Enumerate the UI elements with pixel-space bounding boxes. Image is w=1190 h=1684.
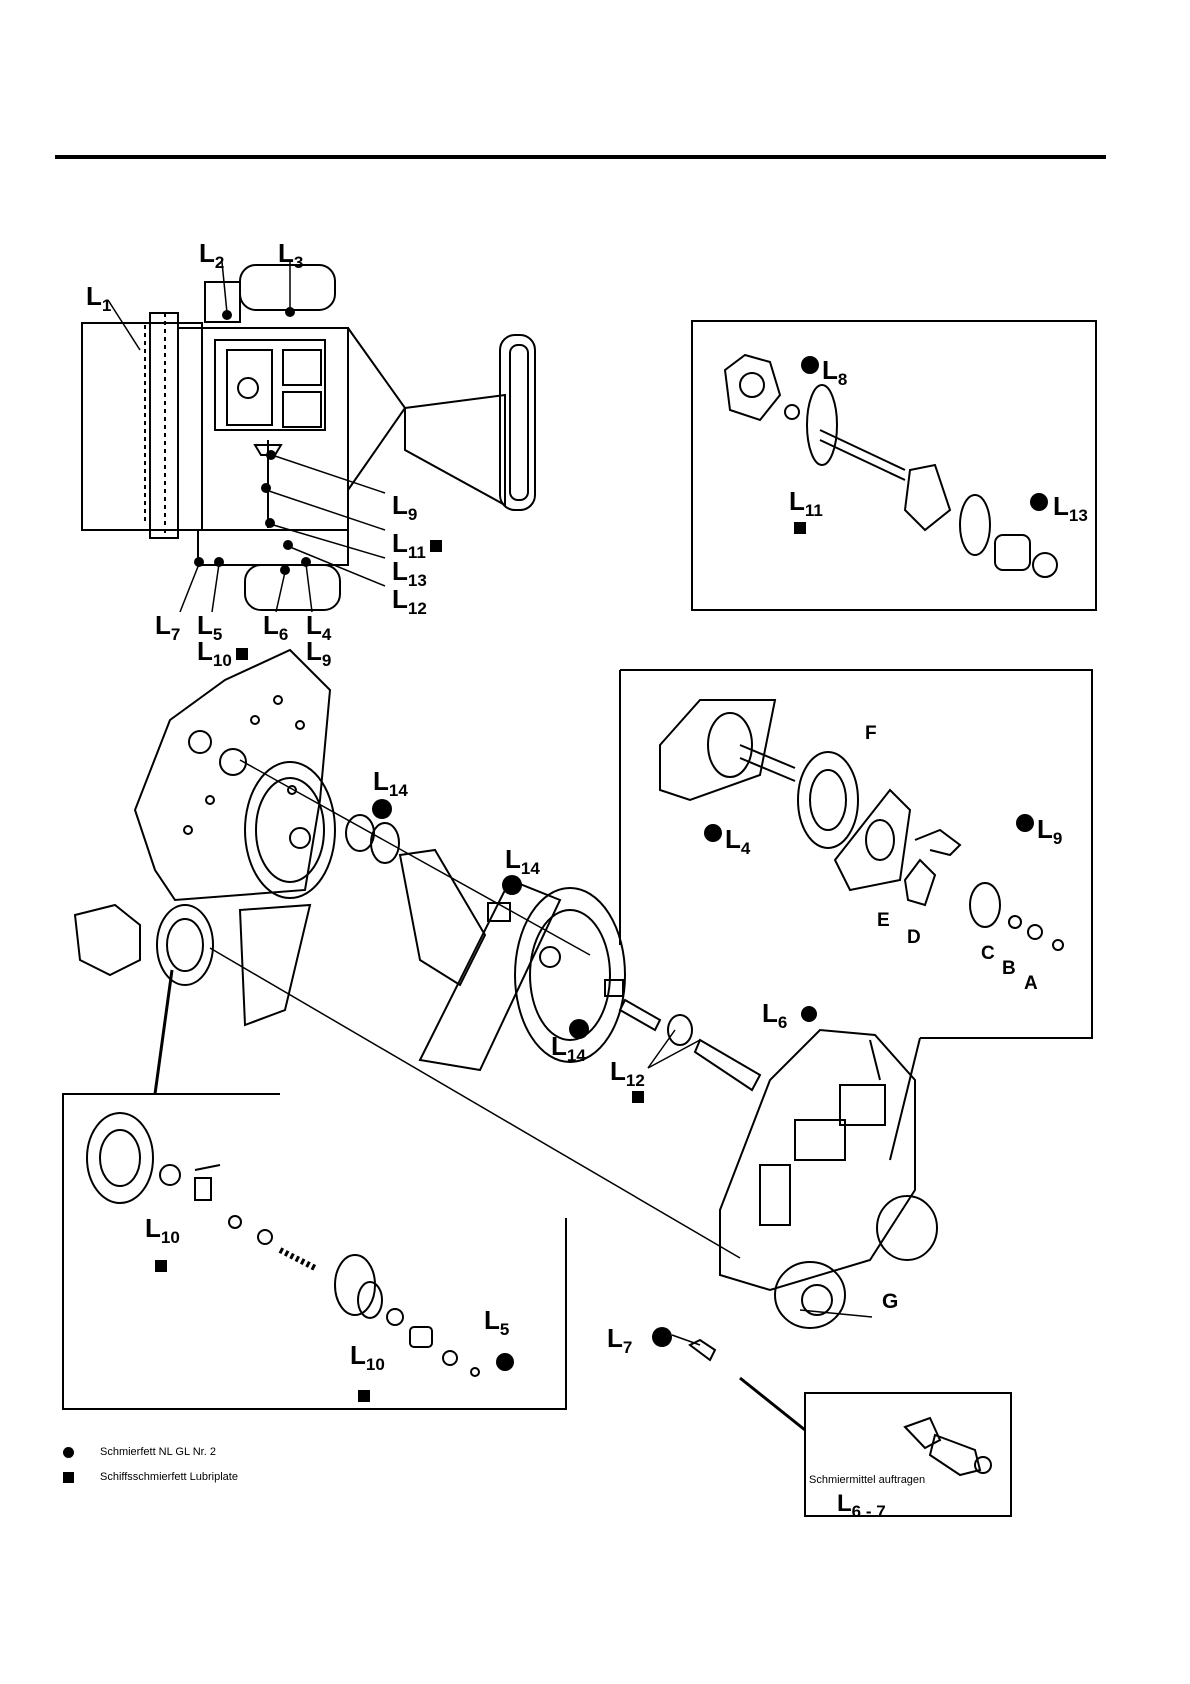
callout-l14-bottom: L14	[551, 1033, 586, 1064]
callout-l8: L8	[822, 357, 847, 388]
callout-l9b-overview: L9	[306, 638, 331, 669]
callout-l12: L12	[610, 1058, 645, 1089]
circle-symbol-icon	[63, 1447, 74, 1458]
inset-note-text: Schmiermittel auftragen	[809, 1474, 925, 1486]
detail-pulley-parts	[660, 700, 1063, 1160]
callout-l6-7: L6 - 7	[837, 1492, 886, 1520]
main-plate	[135, 650, 330, 900]
callout-l3: L3	[278, 240, 303, 271]
main-dots	[372, 799, 817, 1347]
label-d: D	[907, 927, 921, 949]
callout-l2: L2	[199, 240, 224, 271]
callout-l13: L13	[1053, 493, 1088, 524]
square-symbol-icon	[63, 1472, 74, 1483]
main-large-pulley	[245, 762, 335, 898]
callout-l7: L7	[607, 1325, 632, 1356]
callout-l6-overview: L6	[263, 612, 288, 643]
detail-box-inset	[805, 1393, 1011, 1516]
detail-box-pulley	[620, 670, 1092, 1038]
detail-box-clutch	[63, 1094, 566, 1409]
label-e: E	[877, 910, 890, 932]
label-b: B	[1002, 958, 1016, 980]
callout-l4: L4	[725, 826, 750, 857]
callout-l10-upper: L10	[145, 1215, 180, 1246]
callout-l1: L1	[86, 283, 111, 314]
callout-l6: L6	[762, 1000, 787, 1031]
label-a: A	[1024, 973, 1038, 995]
inset-part	[905, 1418, 991, 1475]
callout-l12-overview: L12	[392, 586, 427, 617]
callout-l14-middle: L14	[505, 846, 540, 877]
callout-l11: L11	[789, 488, 823, 519]
legend-marine-grease: Schiffsschmierfett Lubriplate	[63, 1471, 238, 1483]
callout-l5: L5	[484, 1307, 509, 1338]
callout-l10-lower: L10	[350, 1342, 385, 1373]
legend-grease: Schmierfett NL GL Nr. 2	[63, 1446, 216, 1458]
callout-l9: L9	[1037, 816, 1062, 847]
callout-l9-overview: L9	[392, 492, 417, 523]
overview-lubrication-points	[194, 307, 311, 575]
detail-shaft-parts	[725, 355, 1057, 577]
main-gear-housing	[690, 1030, 937, 1360]
callout-l14-top: L14	[373, 768, 408, 799]
label-c: C	[981, 943, 995, 965]
label-f: F	[865, 723, 877, 745]
label-g: G	[882, 1290, 898, 1314]
callout-l7-overview: L7	[155, 612, 180, 643]
callout-l10-overview: L10	[197, 638, 248, 669]
main-small-pulley	[240, 760, 625, 1062]
